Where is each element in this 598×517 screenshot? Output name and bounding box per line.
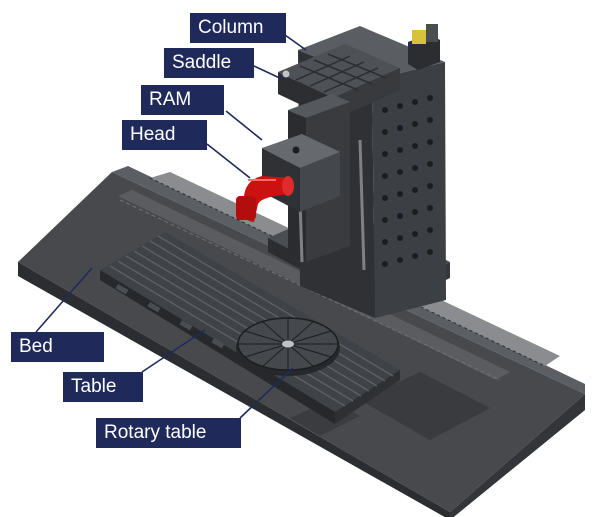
table-label: Table <box>63 372 143 402</box>
ram-label: RAM <box>141 85 224 115</box>
table-leader <box>141 329 206 373</box>
column-leader <box>284 34 307 51</box>
rotary-table-leader <box>239 367 294 419</box>
leader-lines <box>35 34 307 419</box>
bed-leader <box>35 267 93 333</box>
head-label: Head <box>122 120 207 150</box>
rotary-table-label: Rotary table <box>96 418 241 448</box>
head <box>236 134 340 222</box>
spindle <box>236 176 294 222</box>
saddle-label: Saddle <box>164 48 254 78</box>
saddle-leader <box>253 65 285 81</box>
ram-leader <box>225 110 263 141</box>
rotary-table <box>236 317 340 376</box>
head-leader <box>206 143 251 179</box>
column-label: Column <box>190 13 286 43</box>
bed-label: Bed <box>11 332 104 362</box>
